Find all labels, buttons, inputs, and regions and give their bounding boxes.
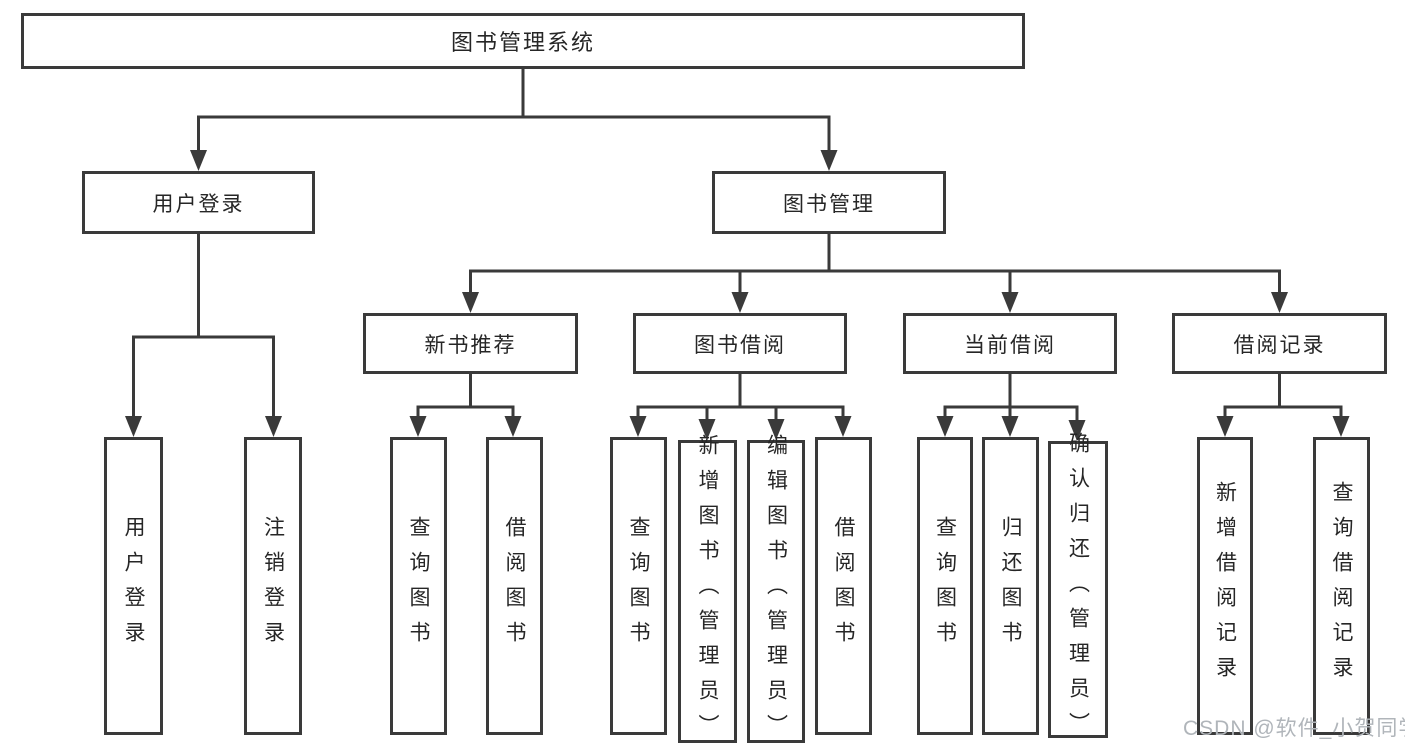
node-label: 借阅记录 — [1233, 333, 1326, 357]
leaf-logout: 注销登录 — [244, 437, 302, 735]
leaf-confirm-return-admin: 确认归还（管理员） — [1048, 432, 1108, 747]
leaf-label: 编辑图书（管理员） — [764, 434, 788, 747]
leaf-edit-books-admin: 编辑图书（管理员） — [747, 434, 805, 747]
leaf-label: 新增图书（管理员） — [696, 434, 719, 747]
leaf-label: 确认归还（管理员） — [1066, 432, 1090, 747]
node-label: 当前借阅 — [964, 333, 1056, 357]
leaf-return-books: 归还图书 — [982, 437, 1039, 735]
csdn-watermark: CSDN @软件_小贺同学 — [1183, 717, 1405, 740]
leaf-label: 借阅图书 — [503, 516, 526, 656]
node-current-borrowing: 当前借阅 — [903, 313, 1117, 374]
leaf-borrow-books: 借阅图书 — [815, 437, 872, 735]
leaf-borrow-books-recommend: 借阅图书 — [486, 437, 543, 735]
leaf-label: 查询图书 — [407, 516, 430, 656]
node-label: 新书推荐 — [424, 333, 517, 357]
leaf-query-books-borrowing: 查询图书 — [610, 437, 667, 735]
leaf-query-books-recommend: 查询图书 — [390, 437, 447, 735]
node-new-book-recommend: 新书推荐 — [363, 313, 578, 374]
node-label: 图书借阅 — [694, 333, 786, 357]
leaf-add-books-admin: 新增图书（管理员） — [678, 434, 737, 747]
leaf-label: 归还图书 — [999, 516, 1022, 656]
node-library-system: 图书管理系统 — [21, 13, 1025, 69]
node-book-borrowing: 图书借阅 — [633, 313, 847, 374]
leaf-user-login: 用户登录 — [104, 437, 163, 735]
node-book-management: 图书管理 — [712, 171, 946, 234]
leaf-label: 借阅图书 — [832, 516, 855, 656]
leaf-label: 查询借阅记录 — [1330, 481, 1353, 691]
leaf-label: 新增借阅记录 — [1213, 481, 1237, 691]
leaf-label: 用户登录 — [122, 516, 145, 656]
node-label: 用户登录 — [152, 192, 245, 216]
leaf-query-books-current: 查询图书 — [917, 437, 973, 735]
node-borrow-records: 借阅记录 — [1172, 313, 1387, 374]
node-label: 图书管理 — [783, 192, 875, 216]
leaf-query-borrow-record: 查询借阅记录 — [1313, 437, 1370, 735]
leaf-label: 查询图书 — [627, 516, 650, 656]
node-user-login: 用户登录 — [82, 171, 315, 234]
leaf-add-borrow-record: 新增借阅记录 — [1197, 437, 1253, 735]
node-label: 图书管理系统 — [450, 30, 595, 55]
leaf-label: 查询图书 — [933, 516, 957, 656]
leaf-label: 注销登录 — [261, 516, 285, 656]
